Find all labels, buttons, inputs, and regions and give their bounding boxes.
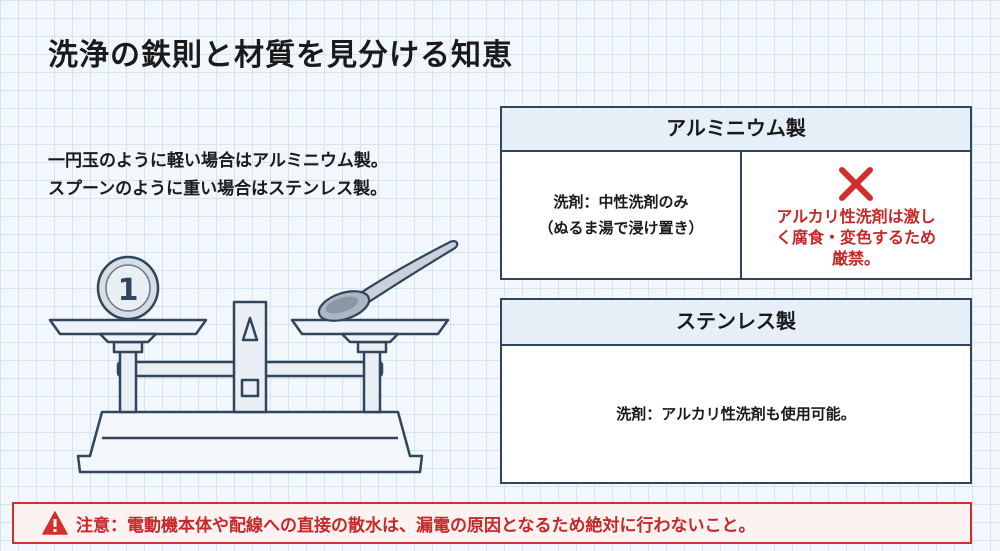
aluminum-detergent-line-2: （ぬるま湯で浸け置き） bbox=[538, 219, 704, 237]
aluminum-detergent: 洗剤：中性洗剤のみ （ぬるま湯で浸け置き） bbox=[502, 152, 742, 278]
warning-triangle-icon bbox=[42, 511, 68, 535]
stainless-header: ステンレス製 bbox=[502, 300, 970, 346]
aluminum-warning-cell: アルカリ性洗剤は激しく腐食・変色するため厳禁。 bbox=[742, 152, 970, 278]
scale-base bbox=[76, 410, 424, 474]
aluminum-warning-text: アルカリ性洗剤は激しく腐食・変色するため厳禁。 bbox=[775, 207, 936, 268]
aluminum-panel: アルミニウム製 洗剤：中性洗剤のみ （ぬるま湯で浸け置き） アルカリ性洗剤は激し… bbox=[500, 106, 972, 280]
cross-icon bbox=[839, 167, 873, 201]
intro-line-2: スプーンのように重い場合はステンレス製。 bbox=[48, 179, 388, 199]
stainless-detergent: 洗剤：アルカリ性洗剤も使用可能。 bbox=[616, 404, 856, 423]
right-pan bbox=[290, 318, 450, 336]
aluminum-header: アルミニウム製 bbox=[502, 108, 970, 152]
caution-text: 注意：電動機本体や配線への直接の散水は、漏電の原因となるため絶対に行わないこと。 bbox=[76, 515, 756, 536]
caution-banner: 注意：電動機本体や配線への直接の散水は、漏電の原因となるため絶対に行わないこと。 bbox=[12, 502, 972, 544]
left-pan bbox=[48, 318, 208, 336]
intro-text: 一円玉のように軽い場合はアルミニウム製。 スプーンのように重い場合はステンレス製… bbox=[48, 147, 388, 203]
intro-line-1: 一円玉のように軽い場合はアルミニウム製。 bbox=[48, 151, 388, 171]
aluminum-detergent-line-1: 洗剤：中性洗剤のみ bbox=[553, 193, 689, 211]
spoon bbox=[317, 240, 459, 322]
stainless-panel: ステンレス製 洗剤：アルカリ性洗剤も使用可能。 bbox=[500, 298, 972, 484]
page-title: 洗浄の鉄則と材質を見分ける知恵 bbox=[48, 38, 513, 73]
balance-scale-illustration: 1 bbox=[48, 240, 459, 474]
coin-label: 1 bbox=[118, 273, 139, 308]
one-yen-coin: 1 bbox=[96, 255, 160, 321]
